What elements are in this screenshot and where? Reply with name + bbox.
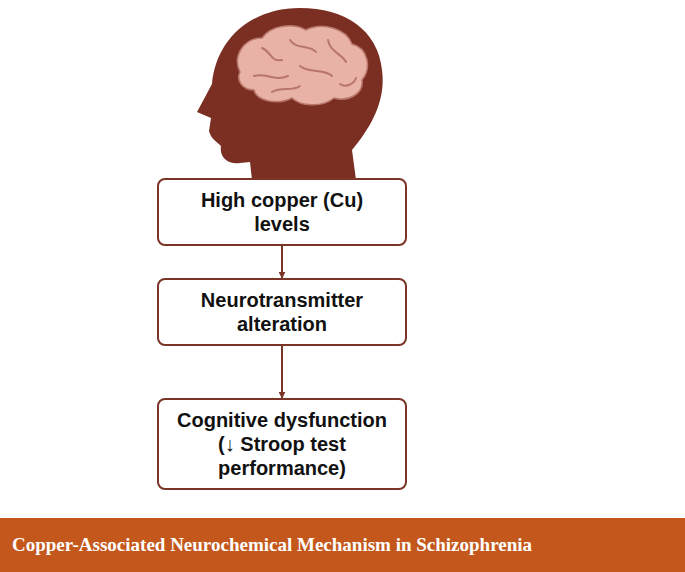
flow-arrow: [281, 246, 283, 278]
process-box: Cognitive dysfunction(↓ Stroop test perf…: [157, 398, 407, 490]
box-text: Cognitive dysfunction: [171, 408, 393, 432]
head-silhouette: [197, 8, 383, 180]
brain-folds: [254, 40, 356, 92]
box-subtext: (↓ Stroop test performance): [171, 432, 393, 480]
box-text: High copper (Cu) levels: [171, 188, 393, 236]
flow-arrow: [281, 346, 283, 398]
caption-band: Copper-Associated Neurochemical Mechanis…: [0, 518, 685, 572]
process-box: Neurotransmitter alteration: [157, 278, 407, 346]
box-text: Neurotransmitter alteration: [171, 288, 393, 336]
brain: [237, 26, 367, 105]
process-box: High copper (Cu) levels: [157, 178, 407, 246]
caption: Copper-Associated Neurochemical Mechanis…: [12, 518, 532, 572]
